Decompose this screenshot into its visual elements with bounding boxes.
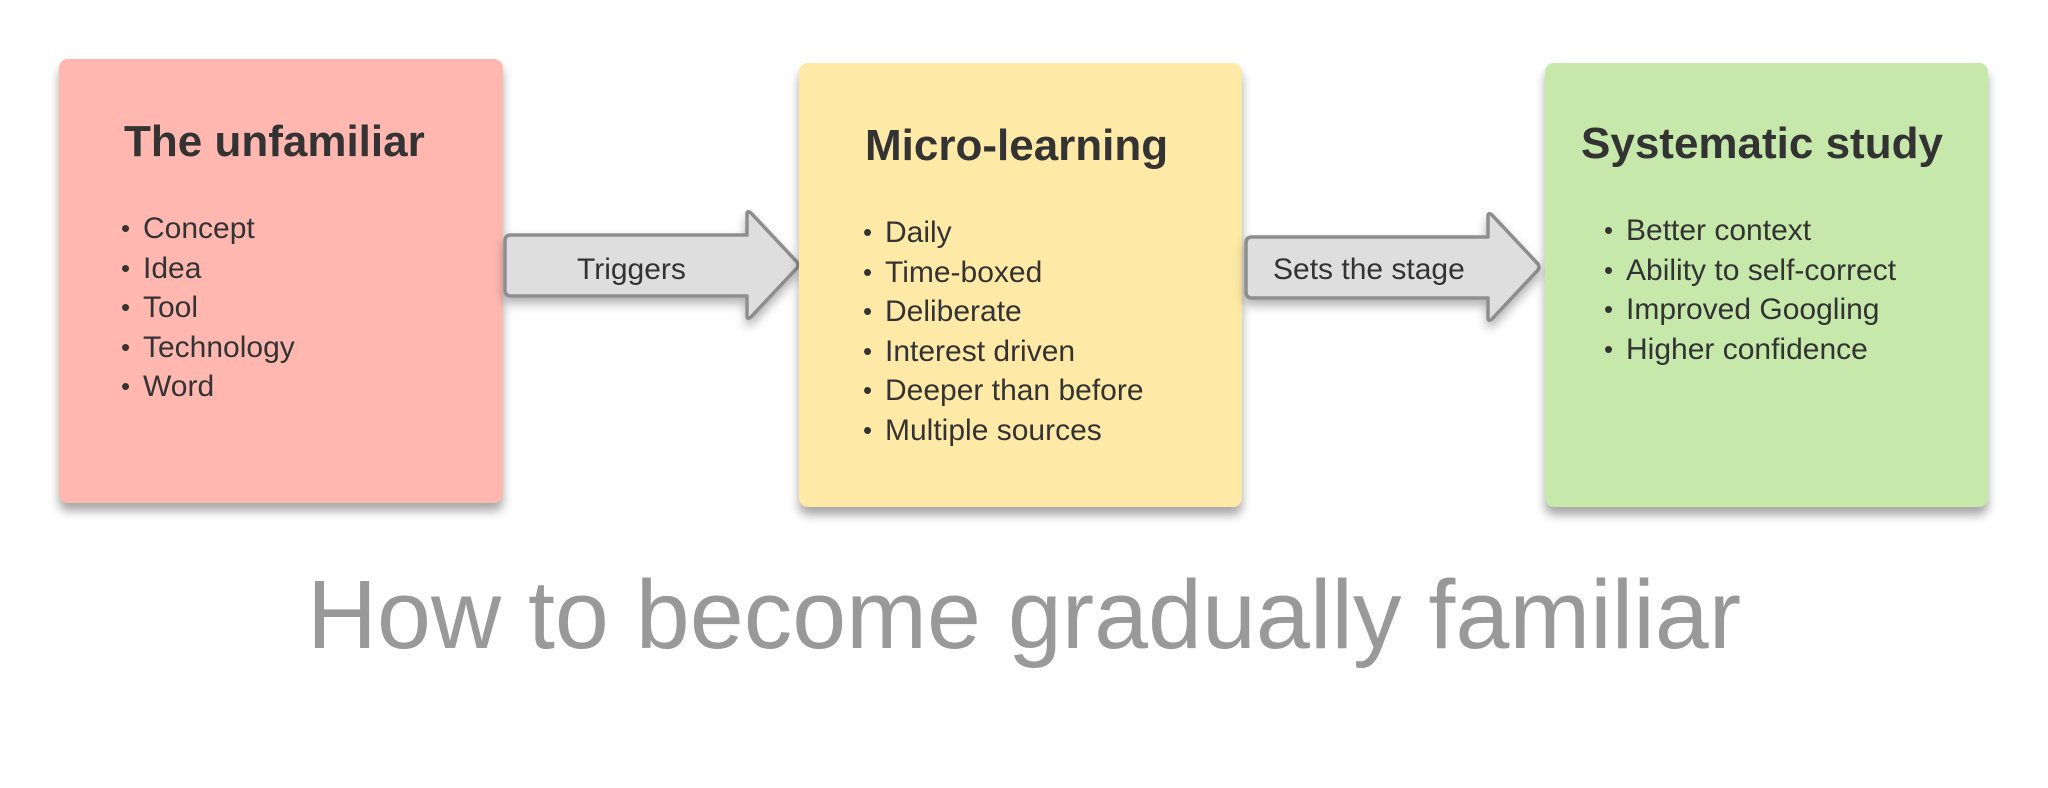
right-arrow-icon [1244, 211, 1541, 323]
list-item: Deliberate [863, 292, 1144, 332]
card-list: Concept Idea Tool Technology Word [121, 209, 295, 407]
arrow-label: Triggers [577, 253, 686, 286]
list-item: Ability to self-correct [1604, 251, 1896, 291]
arrow-label: Sets the stage [1273, 253, 1465, 286]
card-systematic-study: Systematic study Better context Ability … [1545, 63, 1988, 507]
list-item: Daily [863, 213, 1144, 253]
card-title: The unfamiliar [124, 117, 425, 166]
arrow-sets-the-stage: Sets the stage [1244, 211, 1541, 324]
list-item: Word [121, 367, 295, 407]
list-item: Multiple sources [863, 411, 1144, 451]
list-item: Technology [121, 328, 295, 368]
card-title: Micro-learning [865, 121, 1169, 170]
list-item: Deeper than before [863, 371, 1144, 411]
list-item: Higher confidence [1604, 330, 1896, 370]
arrow-triggers: Triggers [503, 209, 800, 322]
card-list: Better context Ability to self-correct I… [1604, 211, 1896, 369]
list-item: Idea [121, 249, 295, 289]
list-item: Better context [1604, 211, 1896, 251]
list-item: Tool [121, 288, 295, 328]
card-title: Systematic study [1581, 119, 1943, 168]
list-item: Time-boxed [863, 253, 1144, 293]
right-arrow-icon [503, 209, 800, 321]
card-list: Daily Time-boxed Deliberate Interest dri… [863, 213, 1144, 450]
list-item: Interest driven [863, 332, 1144, 372]
diagram-title: How to become gradually familiar [306, 560, 1742, 669]
list-item: Concept [121, 209, 295, 249]
card-micro-learning: Micro-learning Daily Time-boxed Delibera… [799, 63, 1242, 507]
list-item: Improved Googling [1604, 290, 1896, 330]
card-the-unfamiliar: The unfamiliar Concept Idea Tool Technol… [59, 59, 503, 503]
